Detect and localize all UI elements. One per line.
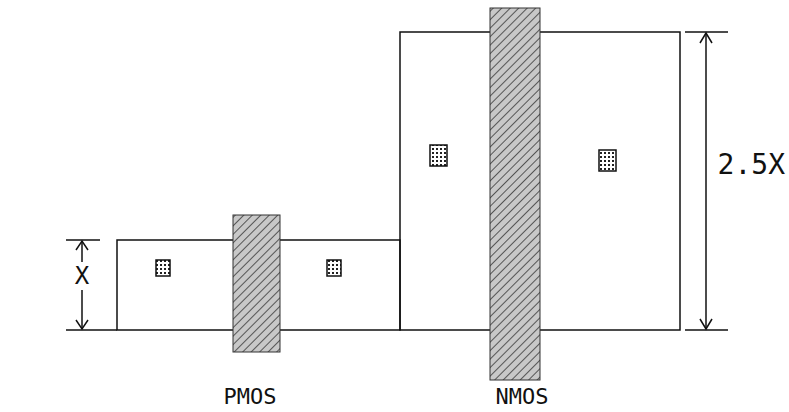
contact	[430, 145, 447, 166]
contact	[599, 150, 616, 171]
dimension-label: X	[75, 264, 89, 288]
device-label: NMOS	[496, 386, 549, 408]
contact	[156, 260, 170, 276]
dimension-x	[66, 240, 117, 330]
contact	[327, 260, 341, 276]
dimension-label: 2.5X	[718, 151, 785, 179]
nmos-gate	[490, 8, 540, 380]
device-label: PMOS	[224, 386, 277, 408]
dimension-2-5x	[685, 32, 728, 330]
pmos-gate	[233, 215, 280, 352]
